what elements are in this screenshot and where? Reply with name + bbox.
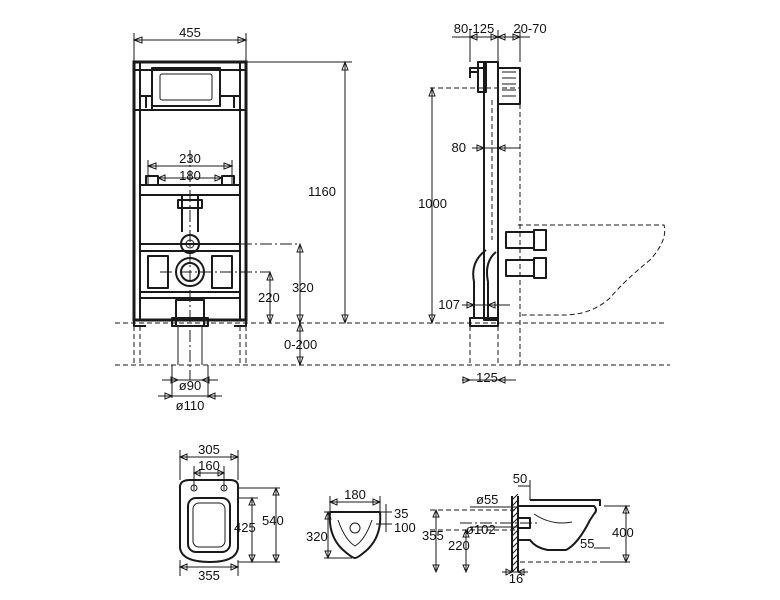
dim-16-label: 16 [509, 571, 523, 586]
side-view-frame [430, 61, 666, 365]
dim-455-label: 455 [179, 25, 201, 40]
dim-107-label: 107 [438, 297, 460, 312]
bowl-front-view: 180 35 100 320 [306, 487, 416, 560]
dim-50-label: 50 [513, 471, 527, 486]
dim-220-side-label: 220 [448, 538, 470, 553]
dim-100-label: 100 [394, 520, 416, 535]
cistern-flush-box [151, 67, 221, 107]
dim-220-label: 220 [258, 290, 280, 305]
bowl-side-view: 50 ø55 ø102 355 220 55 400 16 [422, 471, 634, 586]
dim-540-label: 540 [262, 513, 284, 528]
dim-35-label: 35 [394, 506, 408, 521]
side-dimensions: 80-125 20-70 80 1000 107 125 [418, 21, 547, 385]
bowl-top-view: 305 160 355 425 540 [178, 442, 284, 583]
dim-230-label: 230 [179, 151, 201, 166]
dim-20-70-label: 20-70 [513, 21, 546, 36]
dim-180-label: 180 [179, 168, 201, 183]
dim-320-bowl-label: 320 [306, 529, 328, 544]
dim-180-bowl-label: 180 [344, 487, 366, 502]
dim-80-125-label: 80-125 [454, 21, 494, 36]
toilet-outline [518, 224, 666, 316]
dim-pipe-90-label: ø90 [179, 378, 201, 393]
dim-1160-label: 1160 [308, 184, 336, 199]
dim-355-side-label: 355 [422, 528, 444, 543]
dim-55-side-label: 55 [580, 536, 594, 551]
dim-160-label: 160 [198, 458, 220, 473]
dim-355-label: 355 [198, 568, 220, 583]
front-dimensions: 455 230 180 1160 320 220 0-200 ø90 ø110 [132, 25, 352, 413]
dim-80-label: 80 [452, 140, 466, 155]
dim-305-label: 305 [198, 442, 220, 457]
dim-125-label: 125 [476, 370, 498, 385]
dim-1000-label: 1000 [418, 196, 447, 211]
dim-400-label: 400 [612, 525, 634, 540]
dim-425-label: 425 [234, 520, 256, 535]
dim-320-label: 320 [292, 280, 314, 295]
side-cistern-top [497, 67, 521, 105]
dim-0-200-label: 0-200 [284, 337, 317, 352]
dim-pipe-110-label: ø110 [176, 398, 205, 413]
front-view-frame [115, 60, 670, 380]
dim-55-inlet-label: ø55 [476, 492, 498, 507]
dim-102-outlet-label: ø102 [466, 522, 496, 537]
